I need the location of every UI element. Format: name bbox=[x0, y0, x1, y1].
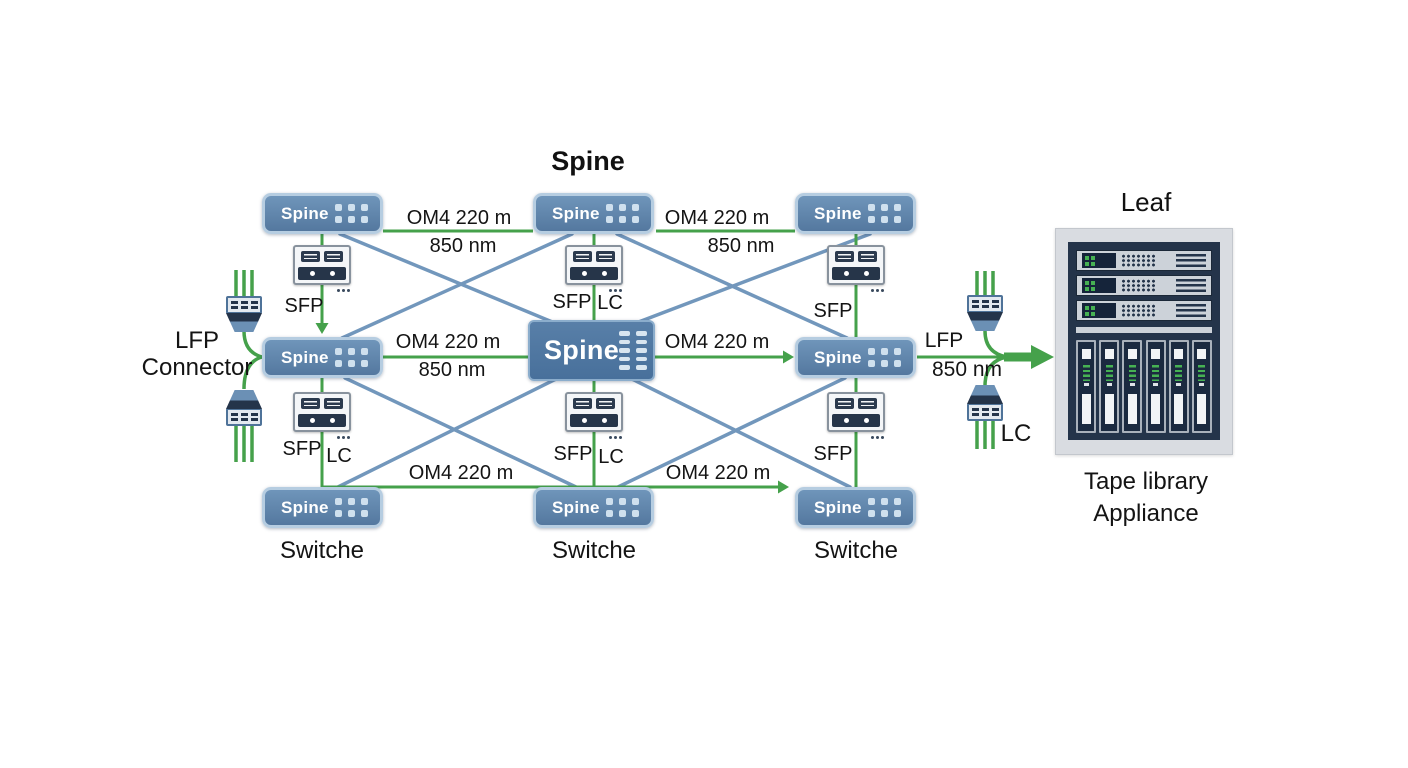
spine-section-title: Spine bbox=[551, 146, 625, 176]
spine-node-top-middle: Spine bbox=[533, 193, 654, 234]
label-lc: LC bbox=[326, 445, 352, 467]
vent-icon bbox=[1176, 304, 1206, 317]
port-grid-icon bbox=[1121, 254, 1155, 267]
ports-grid-icon bbox=[335, 204, 368, 223]
tape-drive bbox=[1145, 340, 1166, 433]
label-sfp: SFP bbox=[552, 291, 592, 313]
sfp-transceiver-icon bbox=[827, 392, 885, 439]
spine-node-bottom-left: Spine bbox=[262, 487, 383, 528]
tape-library-appliance bbox=[1055, 228, 1233, 455]
rack-divider bbox=[1076, 327, 1212, 333]
spine-node-top-right: Spine bbox=[795, 193, 916, 234]
label-850nm: 850 nm bbox=[931, 358, 1003, 381]
sfp-transceiver-icon bbox=[293, 392, 351, 439]
label-sfp: SFP bbox=[553, 443, 593, 465]
label-sfp: SFP bbox=[813, 443, 853, 465]
link-label-om4: OM4 220 m bbox=[408, 462, 514, 484]
spine-node-label: Spine bbox=[281, 497, 329, 517]
lfp-connector-icon-bottom bbox=[226, 389, 262, 426]
switch-caption-right: Switche bbox=[813, 537, 899, 564]
ports-grid-icon bbox=[335, 348, 368, 367]
leaf-connector-icon-bottom bbox=[967, 384, 1003, 421]
label-lc: LC bbox=[598, 446, 624, 468]
led-panel-icon bbox=[1082, 253, 1116, 268]
port-grid-icon bbox=[1121, 279, 1155, 292]
spine-node-label: Spine bbox=[281, 203, 329, 223]
led-panel-icon bbox=[1082, 278, 1116, 293]
fanout-fibers bbox=[234, 270, 1008, 462]
label-lc: LC bbox=[1000, 420, 1032, 447]
led-panel-icon bbox=[1082, 303, 1116, 318]
label-lc: LC bbox=[597, 292, 623, 314]
switch-caption-left: Switche bbox=[279, 537, 365, 564]
tape-drive bbox=[1122, 340, 1143, 433]
tape-library-caption-line2: Appliance bbox=[1093, 500, 1199, 527]
ports-grid-icon bbox=[335, 498, 368, 517]
lfp-connector-caption-line1: LFP bbox=[174, 327, 220, 354]
leaf-section-title: Leaf bbox=[1120, 187, 1172, 217]
spine-node-center: Spine bbox=[528, 320, 655, 381]
spine-node-mid-left: Spine bbox=[262, 337, 383, 378]
spine-node-label: Spine bbox=[814, 347, 862, 367]
tape-drive bbox=[1191, 340, 1212, 433]
link-label-om4: OM4 220 m bbox=[406, 207, 512, 229]
tape-library-caption-line1: Tape library bbox=[1083, 468, 1209, 495]
rack-server bbox=[1076, 300, 1212, 321]
link-label-om4: OM4 220 m bbox=[664, 207, 770, 229]
vent-icon bbox=[1176, 279, 1206, 292]
arrowhead-icons bbox=[315, 323, 1054, 494]
ports-grid-icon bbox=[868, 204, 901, 223]
lfp-connector-caption-line2: Connector bbox=[141, 354, 253, 381]
spine-node-label: Spine bbox=[544, 335, 620, 365]
ports-grid-icon bbox=[606, 498, 639, 517]
sfp-transceiver-icon bbox=[293, 245, 351, 292]
ports-grid-icon bbox=[619, 331, 648, 370]
spine-node-bottom-middle: Spine bbox=[533, 487, 654, 528]
ports-grid-icon bbox=[868, 498, 901, 517]
link-label-850nm: 850 nm bbox=[707, 235, 775, 257]
spine-node-mid-right: Spine bbox=[795, 337, 916, 378]
spine-node-label: Spine bbox=[552, 203, 600, 223]
spine-node-label: Spine bbox=[814, 203, 862, 223]
rack-server bbox=[1076, 275, 1212, 296]
tape-drive-bay bbox=[1076, 340, 1212, 433]
switch-caption-middle: Switche bbox=[551, 537, 637, 564]
label-lfp: LFP bbox=[924, 329, 964, 352]
label-sfp: SFP bbox=[813, 300, 853, 322]
tape-library-chassis bbox=[1068, 242, 1220, 440]
ports-grid-icon bbox=[606, 204, 639, 223]
link-label-om4: OM4 220 m bbox=[395, 331, 501, 353]
tape-drive bbox=[1168, 340, 1189, 433]
link-label-850nm: 850 nm bbox=[429, 235, 497, 257]
spine-node-label: Spine bbox=[552, 497, 600, 517]
ports-grid-icon bbox=[868, 348, 901, 367]
label-sfp: SFP bbox=[282, 438, 322, 460]
leaf-connector-icon-top bbox=[967, 295, 1003, 332]
tape-drive bbox=[1076, 340, 1096, 433]
spine-node-bottom-right: Spine bbox=[795, 487, 916, 528]
tape-drive bbox=[1099, 340, 1120, 433]
link-label-om4: OM4 220 m bbox=[665, 462, 771, 484]
lfp-connector-icon-top bbox=[226, 296, 262, 333]
vent-icon bbox=[1176, 254, 1206, 267]
link-label-om4: OM4 220 m bbox=[664, 331, 770, 353]
spine-node-top-left: Spine bbox=[262, 193, 383, 234]
rack-server bbox=[1076, 250, 1212, 271]
sfp-transceiver-icon bbox=[565, 245, 623, 292]
port-grid-icon bbox=[1121, 304, 1155, 317]
spine-node-label: Spine bbox=[814, 497, 862, 517]
spine-node-label: Spine bbox=[281, 347, 329, 367]
link-label-850nm: 850 nm bbox=[418, 359, 486, 381]
sfp-transceiver-icon bbox=[565, 392, 623, 439]
sfp-transceiver-icon bbox=[827, 245, 885, 292]
label-sfp: SFP bbox=[284, 295, 324, 317]
